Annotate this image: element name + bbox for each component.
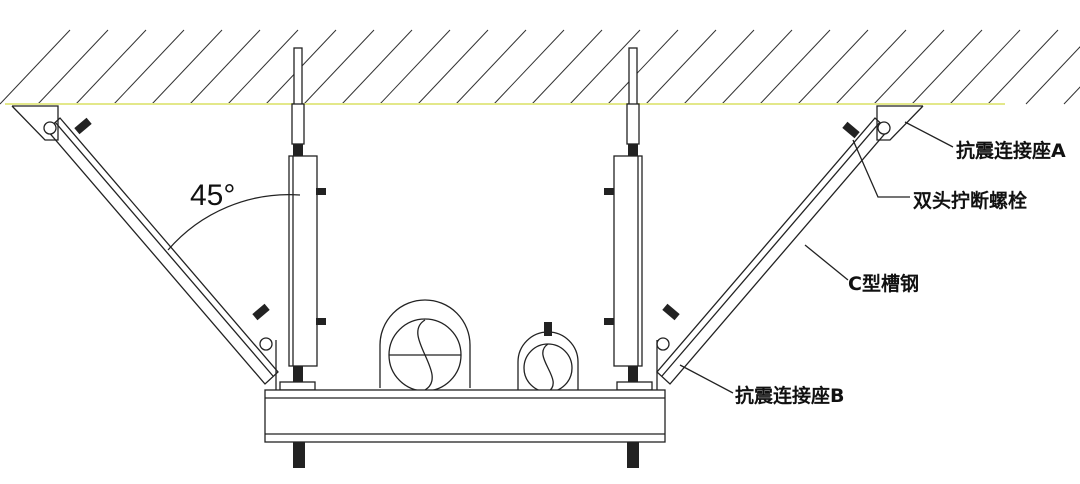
bottom-channel-beam: [264, 381, 666, 468]
hatch-line: [949, 29, 1021, 105]
label-double-head-bolt: 双头拧断螺栓: [913, 189, 1027, 212]
hatch-line: [911, 29, 983, 105]
hatch-line: [303, 29, 375, 105]
left-hanger-rod: [288, 47, 326, 384]
hatch-line: [189, 29, 261, 105]
large-pipe-clamp: [379, 299, 471, 392]
hatch-line: [721, 29, 793, 105]
hatch-line: [341, 29, 413, 105]
hatch-line: [493, 29, 565, 105]
angle-arc: [167, 193, 301, 251]
right-hanger-rod: [604, 47, 643, 384]
hatch-line: [37, 29, 109, 105]
hatch-line: [873, 29, 945, 105]
hatch-line: [455, 29, 527, 105]
right-c-channel-brace: [656, 105, 924, 390]
hatch-line: [645, 29, 717, 105]
hatch-line: [75, 29, 147, 105]
ceiling-hatching: [0, 29, 1080, 105]
hatch-line: [417, 29, 489, 105]
hatch-line: [1063, 86, 1080, 105]
leader-lines: [679, 121, 954, 394]
hatch-line: [379, 29, 451, 105]
hatch-line: [113, 29, 185, 105]
hatch-line: [987, 29, 1059, 105]
hatch-line: [759, 29, 831, 105]
hatch-line: [683, 29, 755, 105]
label-seismic-seat-a: 抗震连接座A: [956, 139, 1066, 162]
label-seismic-seat-b: 抗震连接座B: [735, 384, 844, 407]
hatch-line: [531, 29, 603, 105]
angle-label: 45°: [190, 179, 235, 212]
hatch-line: [569, 29, 641, 105]
hatch-line: [1025, 46, 1080, 105]
hatch-line: [227, 29, 299, 105]
hatch-line: [151, 29, 223, 105]
label-c-channel: C型槽钢: [848, 272, 919, 295]
hatch-line: [835, 29, 907, 105]
left-c-channel-brace: [11, 105, 279, 390]
hatch-line: [607, 29, 679, 105]
small-pipe-clamp: [517, 322, 579, 393]
hatch-line: [0, 29, 71, 105]
hatch-line: [797, 29, 869, 105]
